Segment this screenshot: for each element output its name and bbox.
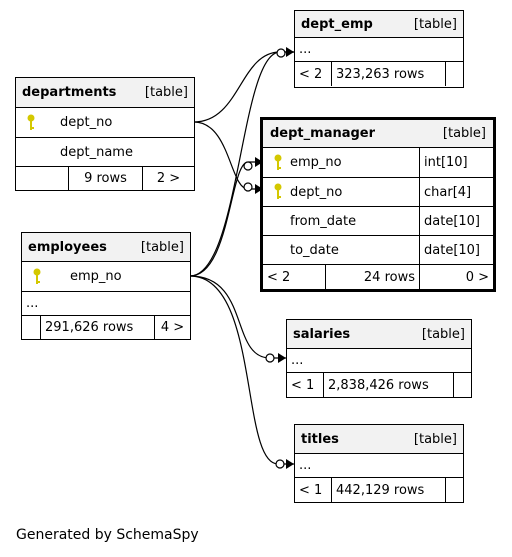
column-name: dept_name — [60, 144, 133, 160]
table-name: salaries — [293, 326, 351, 342]
row-count: 24 rows — [325, 265, 419, 289]
nav-left[interactable]: < 1 — [291, 377, 315, 393]
key-icon — [274, 183, 282, 199]
column-type: char[4] — [419, 178, 493, 206]
table-tag: [table] — [140, 239, 184, 255]
nav-right[interactable]: 0 > — [419, 265, 493, 289]
table-titles[interactable]: titles [table] ... < 1 442,129 rows — [294, 424, 464, 503]
crow-circle-dept-manager-dept — [243, 182, 253, 192]
table-salaries[interactable]: salaries [table] ... < 1 2,838,426 rows — [286, 319, 472, 398]
table-tag: [table] — [421, 326, 465, 342]
column-type: date[10] — [419, 207, 493, 235]
row-count: 2,838,426 rows — [323, 373, 453, 397]
crow-circle-dept-manager-emp — [243, 161, 253, 171]
table-header: departments [table] — [16, 78, 194, 108]
column-name: from_date — [290, 213, 357, 229]
table-header: employees [table] — [22, 233, 190, 262]
arrow-dept-manager-dept — [255, 184, 263, 194]
table-tag: [table] — [413, 16, 457, 32]
table-header: salaries [table] — [287, 320, 471, 349]
row-count: 323,263 rows — [331, 62, 445, 86]
table-name: dept_emp — [301, 16, 373, 32]
arrow-dept-emp — [286, 47, 294, 57]
column-name: dept_no — [60, 115, 113, 130]
row-count: 442,129 rows — [331, 478, 445, 502]
column-name: to_date — [290, 242, 339, 258]
crow-circle-titles — [275, 459, 285, 469]
key-icon — [33, 268, 41, 284]
nav-right-empty — [453, 373, 471, 397]
nav-left-empty — [22, 316, 40, 339]
column-type: date[10] — [419, 236, 493, 264]
table-dept-manager[interactable]: dept_manager [table] emp_no int[10] dept… — [260, 117, 496, 292]
nav-right-empty — [445, 478, 463, 502]
edge-employees-dept-emp — [189, 51, 294, 277]
table-name: employees — [28, 239, 107, 255]
arrow-dept-manager-emp — [255, 157, 263, 167]
table-name: departments — [22, 85, 117, 100]
footer-text: Generated by SchemaSpy — [16, 527, 199, 543]
ellipsis-row: ... — [299, 42, 312, 57]
table-dept-emp[interactable]: dept_emp [table] ... < 2 323,263 rows — [294, 10, 464, 88]
table-name: dept_manager — [270, 126, 376, 141]
edge-departments-dept-emp — [193, 51, 294, 123]
nav-right[interactable]: 2 > — [142, 167, 194, 190]
table-header: dept_emp [table] — [295, 11, 463, 38]
ellipsis-row: ... — [26, 296, 39, 311]
crow-circle-dept-emp — [276, 48, 286, 58]
row-count: 291,626 rows — [40, 316, 154, 339]
ellipsis-row: ... — [291, 353, 304, 368]
table-header: titles [table] — [295, 425, 463, 454]
table-name: titles — [301, 431, 339, 447]
nav-right-empty — [445, 62, 463, 86]
arrow-titles — [286, 459, 294, 469]
key-icon — [274, 154, 282, 170]
nav-left-empty — [16, 167, 68, 190]
table-tag: [table] — [442, 126, 486, 141]
table-employees[interactable]: employees [table] emp_no ... 291,626 row… — [21, 232, 191, 340]
edge-departments-dept-manager — [193, 121, 262, 190]
nav-right[interactable]: 4 > — [154, 316, 190, 339]
nav-left[interactable]: < 2 — [267, 269, 291, 285]
column-name: emp_no — [70, 269, 122, 284]
ellipsis-row: ... — [299, 458, 312, 473]
column-type: int[10] — [419, 148, 493, 177]
table-header: dept_manager [table] — [263, 120, 493, 148]
crow-circle-salaries — [265, 353, 275, 363]
row-count: 9 rows — [68, 167, 142, 190]
table-tag: [table] — [144, 85, 188, 100]
column-name: dept_no — [290, 184, 343, 200]
edge-employees-titles — [189, 275, 294, 465]
nav-left[interactable]: < 2 — [299, 66, 323, 82]
edge-employees-salaries — [189, 275, 286, 359]
column-name: emp_no — [290, 155, 342, 170]
table-departments[interactable]: departments [table] dept_no dept_name 9 … — [15, 77, 195, 191]
table-tag: [table] — [413, 431, 457, 447]
nav-left[interactable]: < 1 — [299, 482, 323, 498]
arrow-salaries — [278, 353, 286, 363]
key-icon — [27, 114, 35, 130]
